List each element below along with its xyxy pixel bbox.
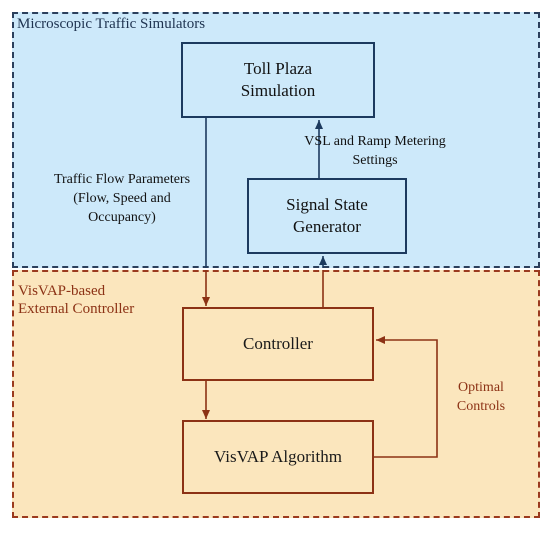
region-label-external-controller: VisVAP-based External Controller: [18, 283, 135, 317]
edge-visvap-to-controller-loop: [374, 336, 438, 458]
node-controller: Controller: [182, 307, 374, 381]
node-visvap-algorithm: VisVAP Algorithm: [182, 420, 374, 494]
node-controller-label: Controller: [243, 334, 313, 353]
node-toll-plaza-simulation: Toll Plaza Simulation: [181, 42, 375, 118]
edge-label-vsl-ramp-metering: VSL and Ramp Metering Settings: [304, 134, 446, 168]
node-signal-state-label: Signal State Generator: [286, 195, 368, 236]
edge-label-optimal-controls: Optimal Controls: [456, 380, 506, 414]
node-signal-state-generator: Signal State Generator: [247, 178, 407, 254]
node-visvap-label: VisVAP Algorithm: [214, 447, 342, 466]
edge-label-traffic-flow-parameters: Traffic Flow Parameters (Flow, Speed and…: [53, 172, 191, 225]
node-toll-plaza-label: Toll Plaza Simulation: [240, 59, 316, 100]
region-label-simulators: Microscopic Traffic Simulators: [17, 16, 206, 32]
